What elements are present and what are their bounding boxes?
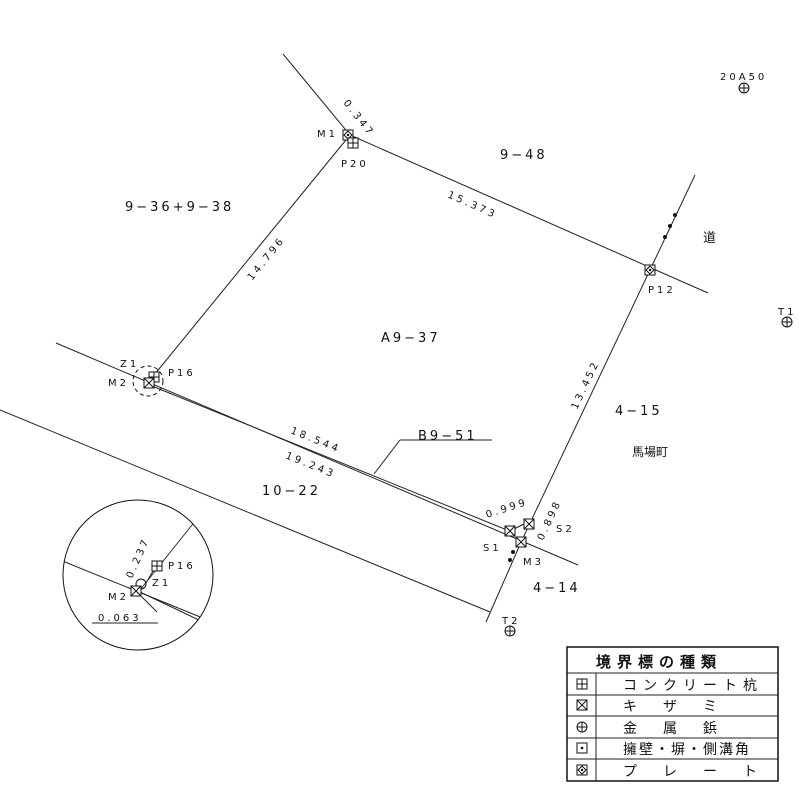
road-label: 道 <box>703 231 719 246</box>
legend-row-rivet: 金 属 鋲 <box>623 721 723 737</box>
wall-corner-icon <box>576 742 588 754</box>
legend-row-wall: 擁壁・塀・側溝角 <box>623 742 751 758</box>
inset-m2-label: M2 <box>108 592 129 603</box>
ref-rivet-icon <box>738 82 750 94</box>
legend-table: 境界標の種類 コンクリート杭 キ ザ ミ 金 属 鋲 擁壁・塀・側溝角 プ レ … <box>566 646 779 782</box>
s1-notch-icon <box>504 525 516 537</box>
parcel-southeast-label: 4−14 <box>533 581 581 596</box>
inset-detail: P16 Z1 M2 0.237 0.063 <box>62 499 214 651</box>
parcel-south-label: 10−22 <box>262 484 321 499</box>
town-label: 馬場町 <box>632 445 668 459</box>
dist-s2-offset: 0.898 <box>536 498 564 542</box>
dist-p16-s1: 18.544 <box>289 426 342 456</box>
p20-pile-icon <box>347 137 359 149</box>
point-t1-label: T1 <box>777 307 796 318</box>
parcel-north-label: 9−48 <box>500 148 548 163</box>
point-t2-label: T2 <box>501 616 520 627</box>
legend-row-concrete: コンクリート杭 <box>623 678 763 694</box>
plate-icon <box>576 764 588 776</box>
dist-p12-s2: 13.452 <box>570 359 602 412</box>
point-p20-label: P20 <box>341 159 369 170</box>
legend-row-plate: プ レ ー ト <box>623 764 763 780</box>
point-s2-label: S2 <box>556 524 575 535</box>
p12-plate-icon <box>644 264 656 276</box>
inset-z1-label: Z1 <box>152 578 171 589</box>
point-p16-label: P16 <box>168 368 196 379</box>
parcel-strip-label: B9−51 <box>418 429 478 444</box>
point-m3-label: M3 <box>523 557 544 568</box>
m3-notch-icon <box>515 536 527 548</box>
point-m2-label: M2 <box>108 378 129 389</box>
notch-mark-icon <box>576 699 588 711</box>
parcel-main-label: A9−37 <box>381 331 441 346</box>
legend-row-notch: キ ザ ミ <box>623 699 723 715</box>
inset-dist-2: 0.063 <box>98 613 142 624</box>
dist-m1-p12: 15.373 <box>446 190 499 222</box>
dist-m2-m3: 19.243 <box>284 451 337 481</box>
m2-notch-icon <box>143 377 155 389</box>
t2-rivet-icon <box>504 625 516 637</box>
legend-title: 境界標の種類 <box>596 653 722 671</box>
z1-reference-circle <box>132 365 164 397</box>
t1-rivet-icon <box>781 316 793 328</box>
parcel-east-label: 4−15 <box>615 404 663 419</box>
point-p12-label: P12 <box>648 285 676 296</box>
point-z1-label: Z1 <box>120 359 139 370</box>
road-edge-dots <box>508 213 677 562</box>
metal-rivet-icon <box>576 721 588 733</box>
s2-notch-icon <box>523 518 535 530</box>
point-s1-label: S1 <box>483 543 502 554</box>
point-m1-label: M1 <box>317 129 338 140</box>
inset-p16-label: P16 <box>168 561 196 572</box>
parcel-west-label: 9−36+9−38 <box>125 200 234 215</box>
dist-s1-offset: 0.999 <box>485 497 530 521</box>
boundary-lines <box>0 53 709 623</box>
point-ref-label: 20A50 <box>720 72 767 83</box>
dist-p16-m1: 14.796 <box>246 235 288 283</box>
concrete-pile-icon <box>576 678 588 690</box>
